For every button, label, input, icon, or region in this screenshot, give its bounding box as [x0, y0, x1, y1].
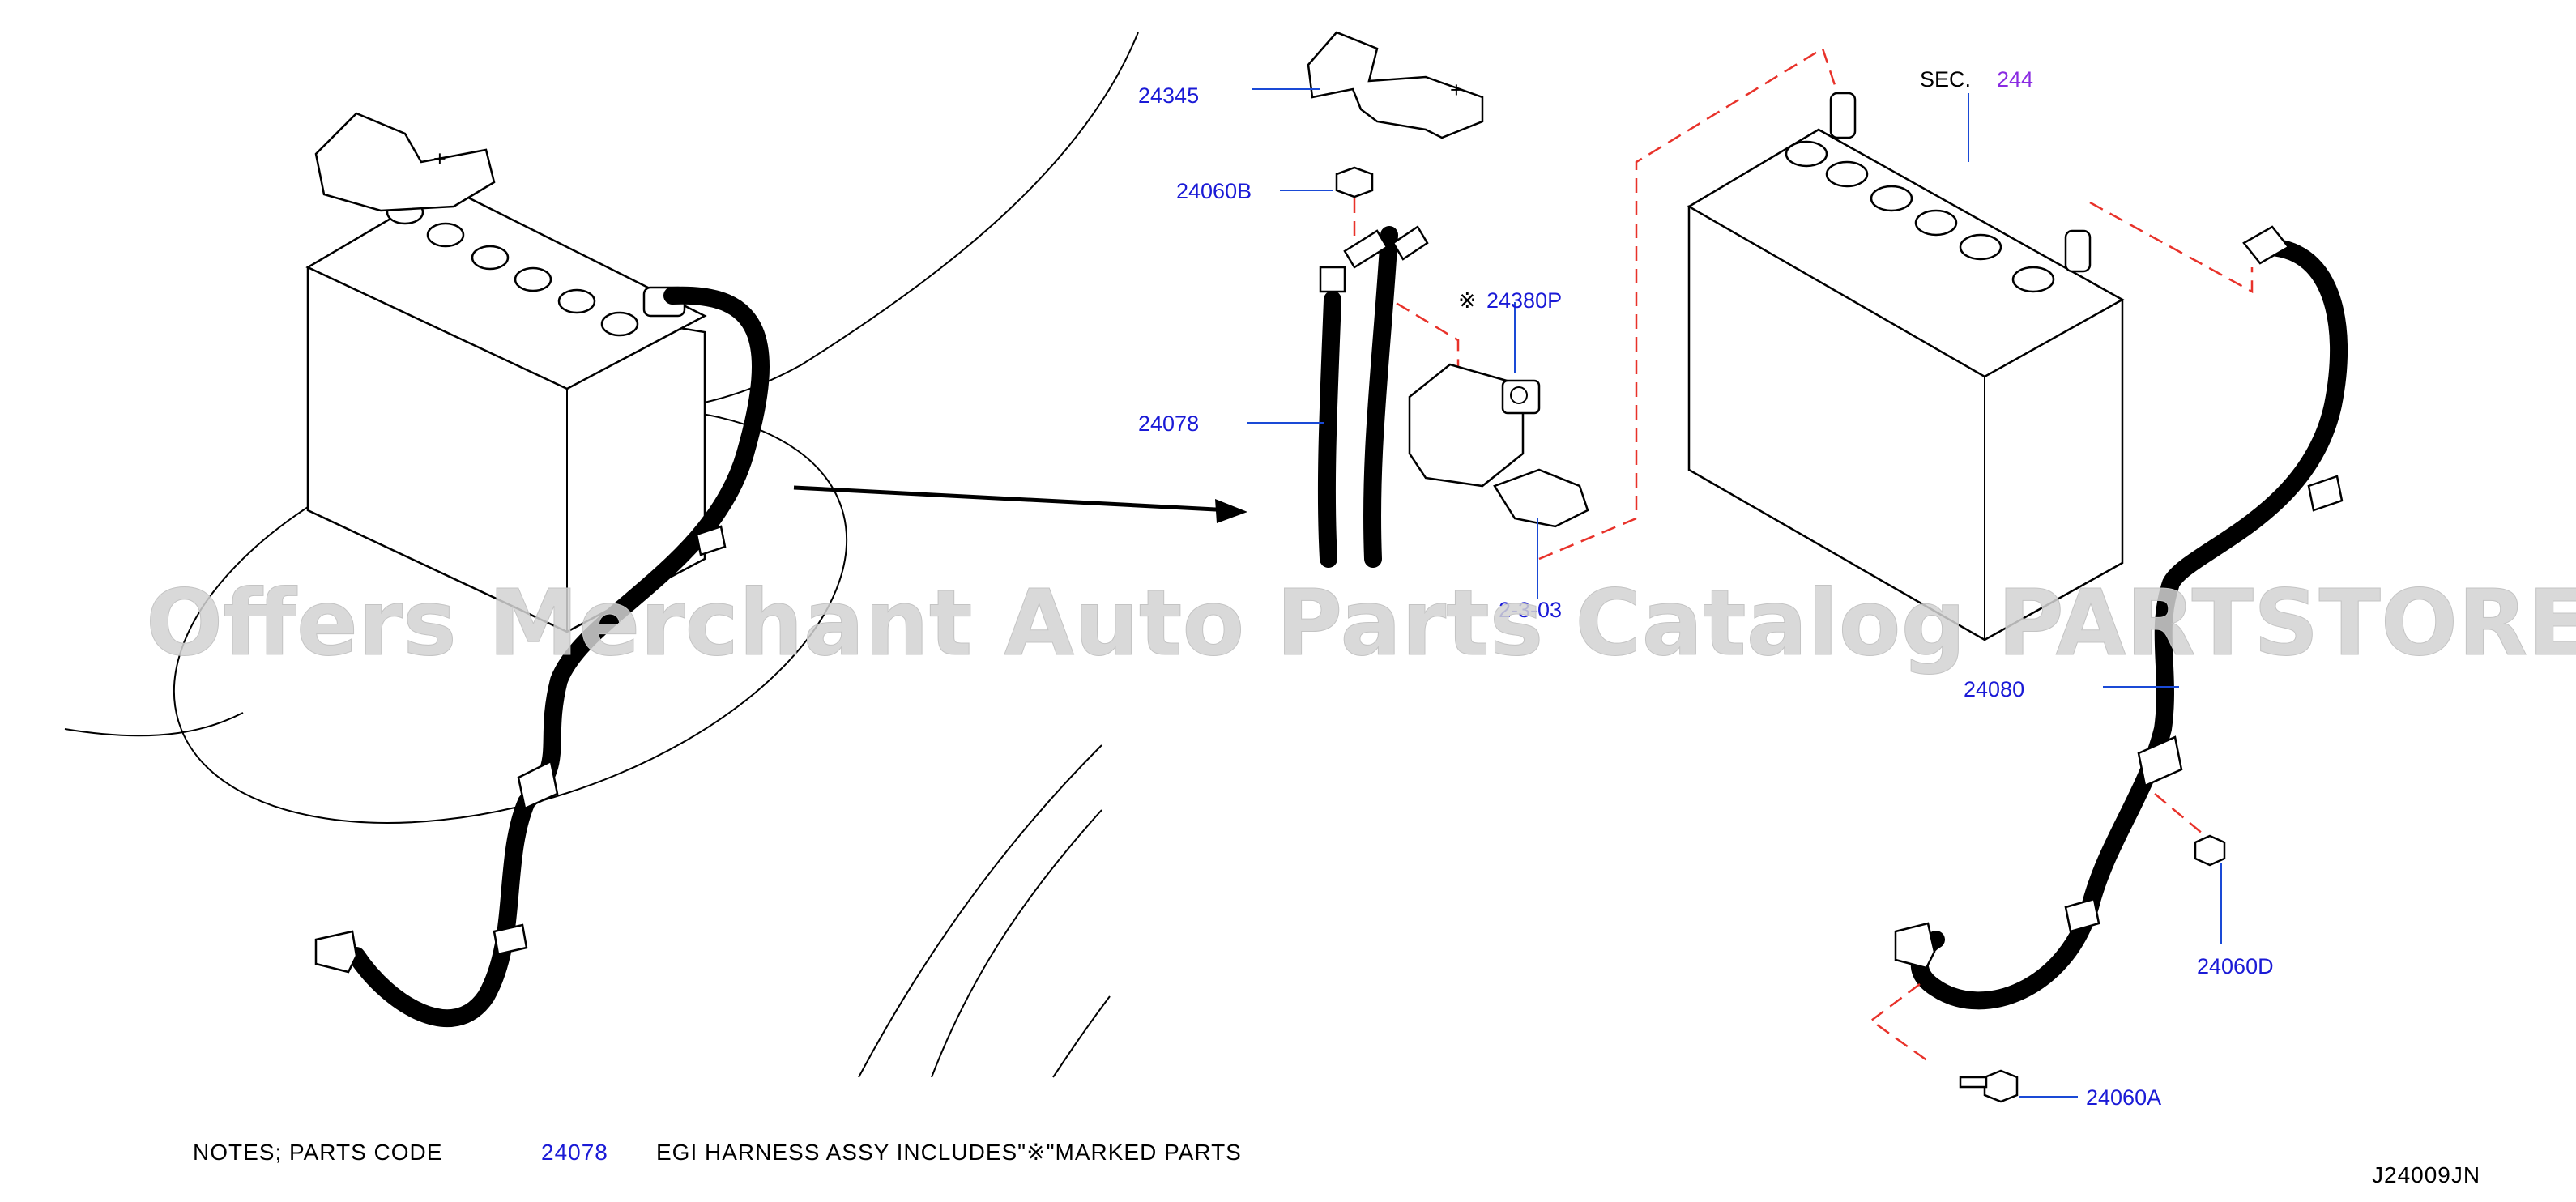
callout-partial[interactable]: 2-3-03	[1499, 598, 1562, 622]
figure-id: J24009JN	[2372, 1162, 2480, 1187]
callout-24080[interactable]: 24080	[1964, 677, 2024, 701]
svg-text:+: +	[1450, 78, 1463, 102]
callout-24060D[interactable]: 24060D	[2197, 954, 2274, 978]
callout-24345[interactable]: 24345	[1138, 83, 1199, 108]
notes-prefix: NOTES; PARTS CODE	[193, 1140, 442, 1165]
callout-24380P[interactable]: 24380P	[1486, 288, 1562, 313]
notes-code-link[interactable]: 24078	[541, 1140, 608, 1165]
section-link-244[interactable]: 244	[1997, 67, 2033, 92]
callout-24060B[interactable]: 24060B	[1176, 179, 1252, 203]
notes-suffix: EGI HARNESS ASSY INCLUDES"※"MARKED PARTS	[656, 1140, 1242, 1165]
battery-installed-view: +	[305, 112, 770, 1028]
callout-24060A[interactable]: 24060A	[2086, 1085, 2161, 1110]
callout-labels: 24345 24060B ※ 24380P 24078 24080 24060D…	[1138, 67, 2274, 1110]
marker-symbol: ※	[1458, 288, 1477, 313]
watermark: Offers Merchant Auto Parts Catalog PARTS…	[146, 571, 2576, 676]
leader-lines	[1247, 88, 2222, 1098]
callout-24078[interactable]: 24078	[1138, 411, 1199, 436]
svg-text:+: +	[433, 147, 446, 171]
battery-ground-cable-view	[1687, 92, 2348, 1103]
notes-line: NOTES; PARTS CODE 24078 EGI HARNESS ASSY…	[193, 1140, 1242, 1165]
terminal-exploded-view: +	[1307, 31, 1840, 599]
section-prefix: SEC.	[1920, 67, 1971, 92]
